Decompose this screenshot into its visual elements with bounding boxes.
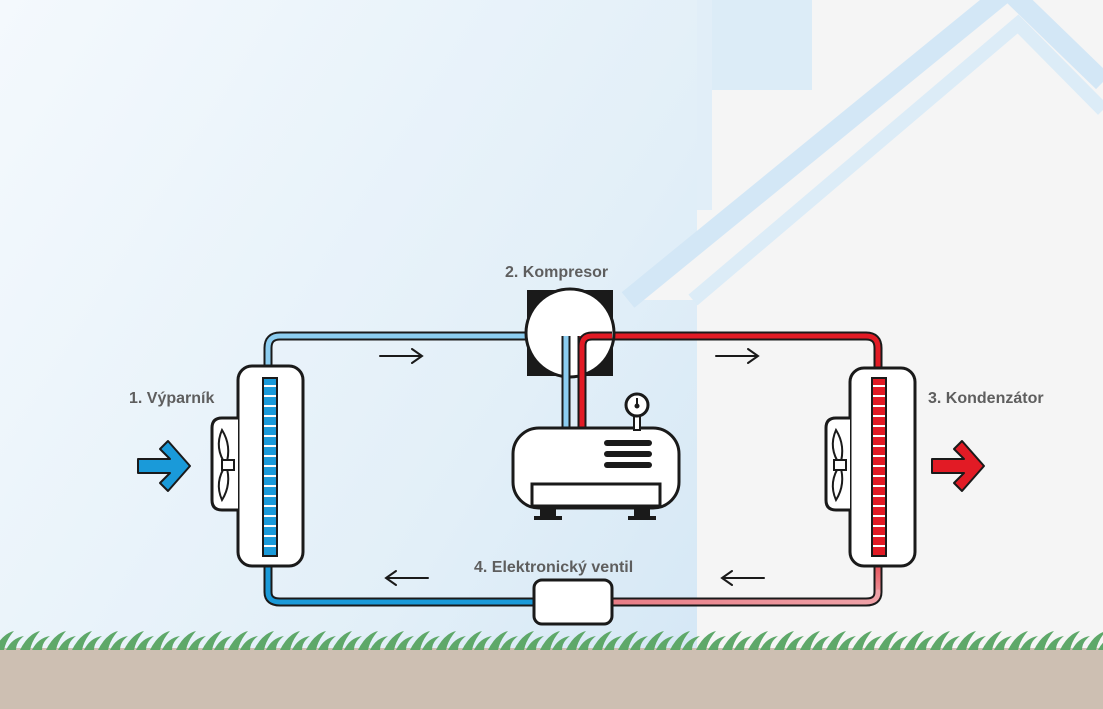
flow-arrow-icon [379,348,424,364]
ground [0,648,1103,709]
grass-tuft [1060,631,1090,650]
grass-tuft [488,631,518,650]
grass-tuft [124,631,154,650]
grass-tuft [592,631,622,650]
grass-tuft [930,631,960,650]
grass-tuft [150,631,180,650]
grass-tuft [1034,631,1064,650]
compressor-tank [511,426,681,520]
grass-tuft [384,631,414,650]
grass-tuft [176,631,206,650]
grass-tuft [774,631,804,650]
grass-tuft [20,631,50,650]
grass-tuft [800,631,830,650]
grass-tuft [696,631,726,650]
grass-tuft [254,631,284,650]
grass-tuft [826,631,856,650]
grass-tuft [0,631,24,650]
fan-icon [824,416,850,512]
grass-tuft [878,631,908,650]
label-valve: 4. Elektronický ventil [474,559,633,576]
grass-tuft [202,631,232,650]
grass-tuft [410,631,440,650]
grass-tuft [670,631,700,650]
grass-tuft [644,631,674,650]
compressor [511,287,681,520]
label-evaporator: 1. Výparník [129,390,214,407]
grass-tuft [514,631,544,650]
grass-tuft [956,631,986,650]
flow-arrow-icon [715,348,760,364]
label-compressor: 2. Kompresor [505,264,608,281]
grass-tuft [1086,631,1103,650]
grass-tuft [1008,631,1038,650]
evaporator-unit [210,364,305,568]
grass-tuft [982,631,1012,650]
grass-tuft [566,631,596,650]
label-condenser: 3. Kondenzátor [928,390,1044,407]
grass-tuft [358,631,388,650]
grass-tuft [436,631,466,650]
red-arrow-icon [931,440,985,492]
flow-arrow-icon [720,570,765,586]
grass-tuft [332,631,362,650]
grass-tuft [462,631,492,650]
grass-tuft [904,631,934,650]
flow-arrow-icon [384,570,429,586]
grass-tuft [852,631,882,650]
grass-tuft [46,631,76,650]
blue-arrow-icon [137,440,191,492]
grass-tuft [280,631,310,650]
grass-tuft [72,631,102,650]
grass-tuft [540,631,570,650]
grass-tuft [748,631,778,650]
expansion-valve [532,578,614,626]
grass-tuft [228,631,258,650]
grass-tuft [98,631,128,650]
grass-tuft [618,631,648,650]
grass-tuft [722,631,752,650]
grass [0,631,1103,650]
grass-tuft [306,631,336,650]
house-silhouette [621,0,1103,650]
fan-icon [210,416,238,512]
condenser-unit [824,366,917,568]
pressure-gauge-icon [624,392,650,431]
